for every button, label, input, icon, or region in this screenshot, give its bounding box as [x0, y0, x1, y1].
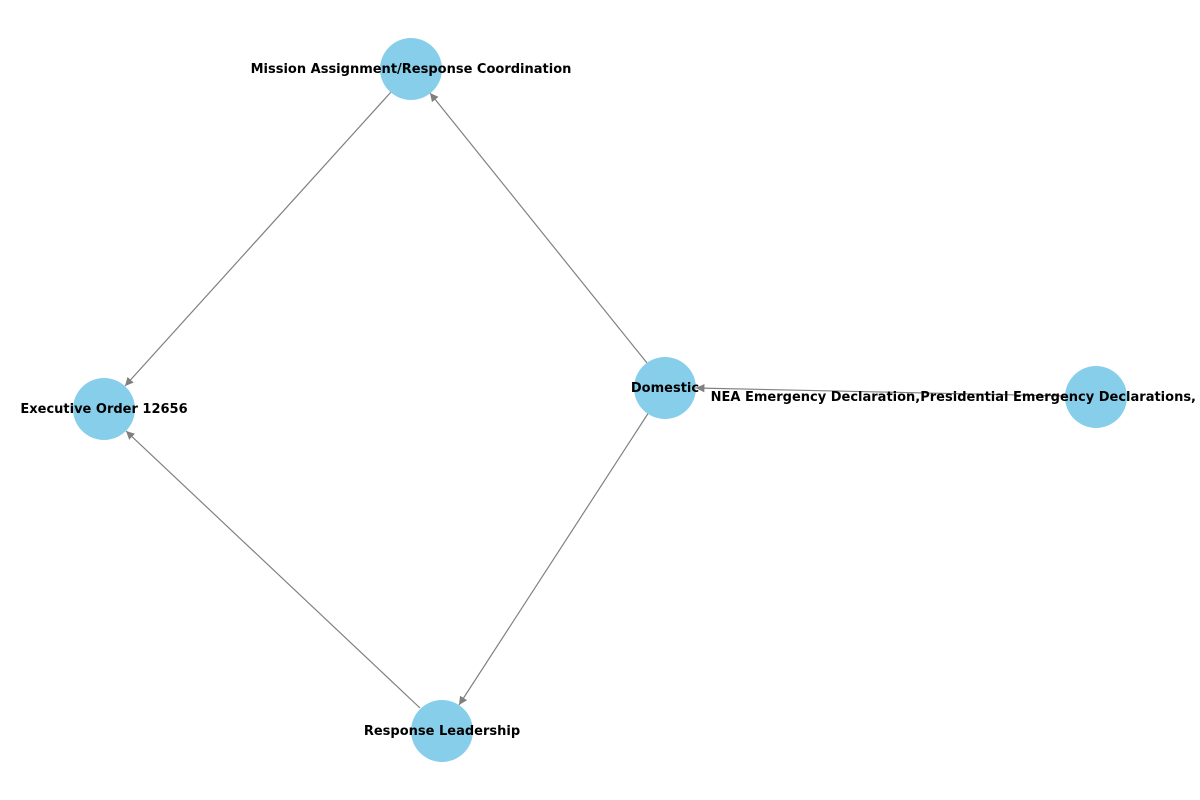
- node-response-leadership[interactable]: [411, 700, 473, 762]
- edge-response-to-executive: [125, 430, 421, 709]
- edge-mission-to-executive: [124, 91, 392, 387]
- node-label-mission-assignment: Mission Assignment/Response Coordination: [251, 62, 572, 77]
- edge-domestic-to-mission: [429, 92, 648, 364]
- node-mission-assignment[interactable]: [380, 38, 442, 100]
- node-label-nea-emergency-declaration: NEA Emergency Declaration,Presidential E…: [711, 390, 1196, 405]
- node-nea-emergency-declaration[interactable]: [1065, 366, 1127, 428]
- nodes-layer: [73, 38, 1127, 762]
- node-label-domestic: Domestic: [631, 381, 699, 396]
- node-domestic[interactable]: [634, 357, 696, 419]
- edge-domestic-to-response: [458, 411, 650, 706]
- labels-layer: Mission Assignment/Response Coordination…: [20, 62, 1196, 739]
- node-executive-order[interactable]: [73, 378, 135, 440]
- edges-layer: [124, 91, 1066, 709]
- node-label-executive-order: Executive Order 12656: [20, 402, 187, 417]
- node-label-response-leadership: Response Leadership: [364, 724, 520, 739]
- edge-nea-to-domestic: [695, 383, 1066, 397]
